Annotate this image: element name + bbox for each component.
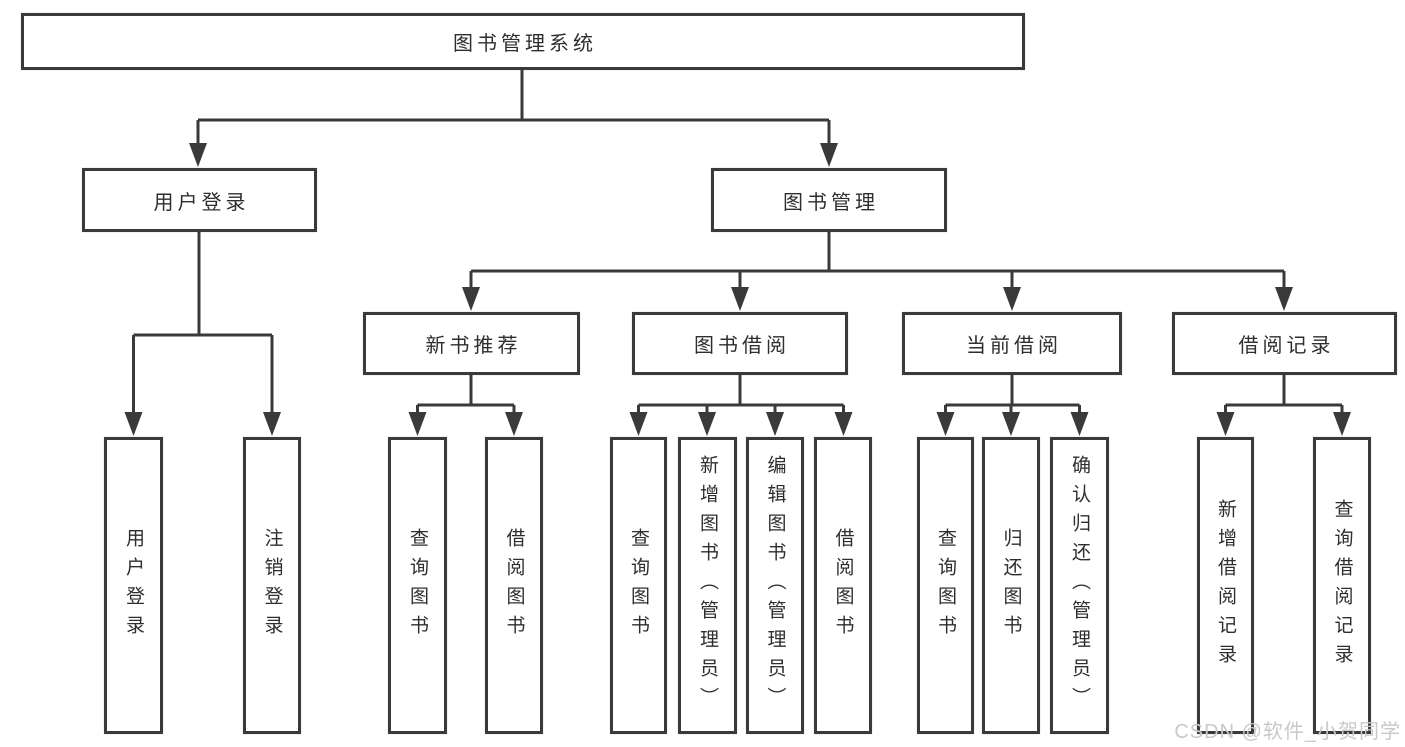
leaf-user-login: 用户登录 (104, 437, 163, 734)
leaf-borrow-books: 借阅图书 (814, 437, 872, 734)
node-borrow-records: 借阅记录 (1172, 312, 1397, 375)
node-book-borrow: 图书借阅 (632, 312, 848, 375)
leaf-edit-books-admin: 编辑图书（管理员） (746, 437, 804, 734)
leaf-query-borrow-record: 查询借阅记录 (1313, 437, 1371, 734)
leaf-return-books: 归还图书 (982, 437, 1040, 734)
node-new-book-recommend-label: 新书推荐 (425, 335, 522, 357)
node-current-borrow: 当前借阅 (902, 312, 1122, 375)
leaf-query-books-borrow: 查询图书 (610, 437, 667, 734)
leaf-query-books-recommend: 查询图书 (388, 437, 447, 734)
leaf-query-books-current: 查询图书 (917, 437, 974, 734)
csdn-watermark: CSDN @软件_小贺同学 (1174, 721, 1401, 743)
leaf-logout: 注销登录 (243, 437, 301, 734)
node-user-login-label: 用户登录 (153, 191, 250, 214)
node-root-label: 图书管理系统 (453, 33, 597, 55)
node-book-management: 图书管理 (711, 168, 947, 232)
node-current-borrow-label: 当前借阅 (966, 335, 1062, 357)
leaf-add-books-admin: 新增图书（管理员） (678, 437, 737, 734)
leaf-add-borrow-record: 新增借阅记录 (1197, 437, 1254, 734)
node-book-management-label: 图书管理 (783, 191, 879, 214)
node-book-borrow-label: 图书借阅 (694, 335, 790, 357)
node-root: 图书管理系统 (21, 13, 1025, 70)
node-user-login: 用户登录 (82, 168, 317, 232)
leaf-borrow-books-recommend: 借阅图书 (485, 437, 543, 734)
node-borrow-records-label: 借阅记录 (1238, 335, 1335, 357)
leaf-confirm-return-admin: 确认归还（管理员） (1050, 437, 1109, 734)
arrowheads (124, 143, 1351, 436)
node-new-book-recommend: 新书推荐 (363, 312, 580, 375)
